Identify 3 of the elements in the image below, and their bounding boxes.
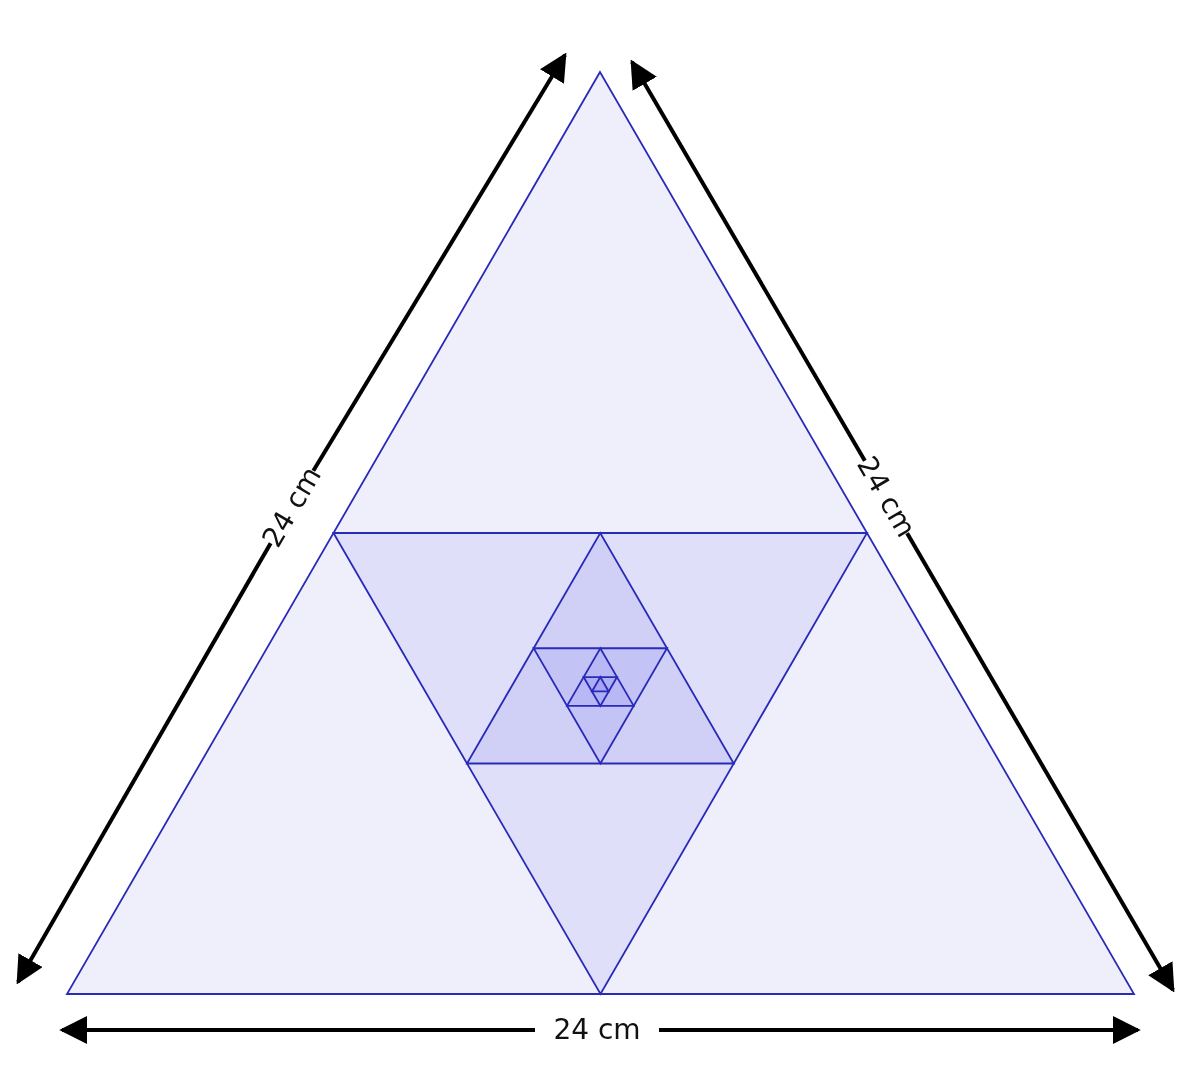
dimension-label: 24 cm (851, 452, 921, 542)
dimension-label: 24 cm (257, 462, 327, 552)
dimension-label: 24 cm (553, 1016, 641, 1044)
